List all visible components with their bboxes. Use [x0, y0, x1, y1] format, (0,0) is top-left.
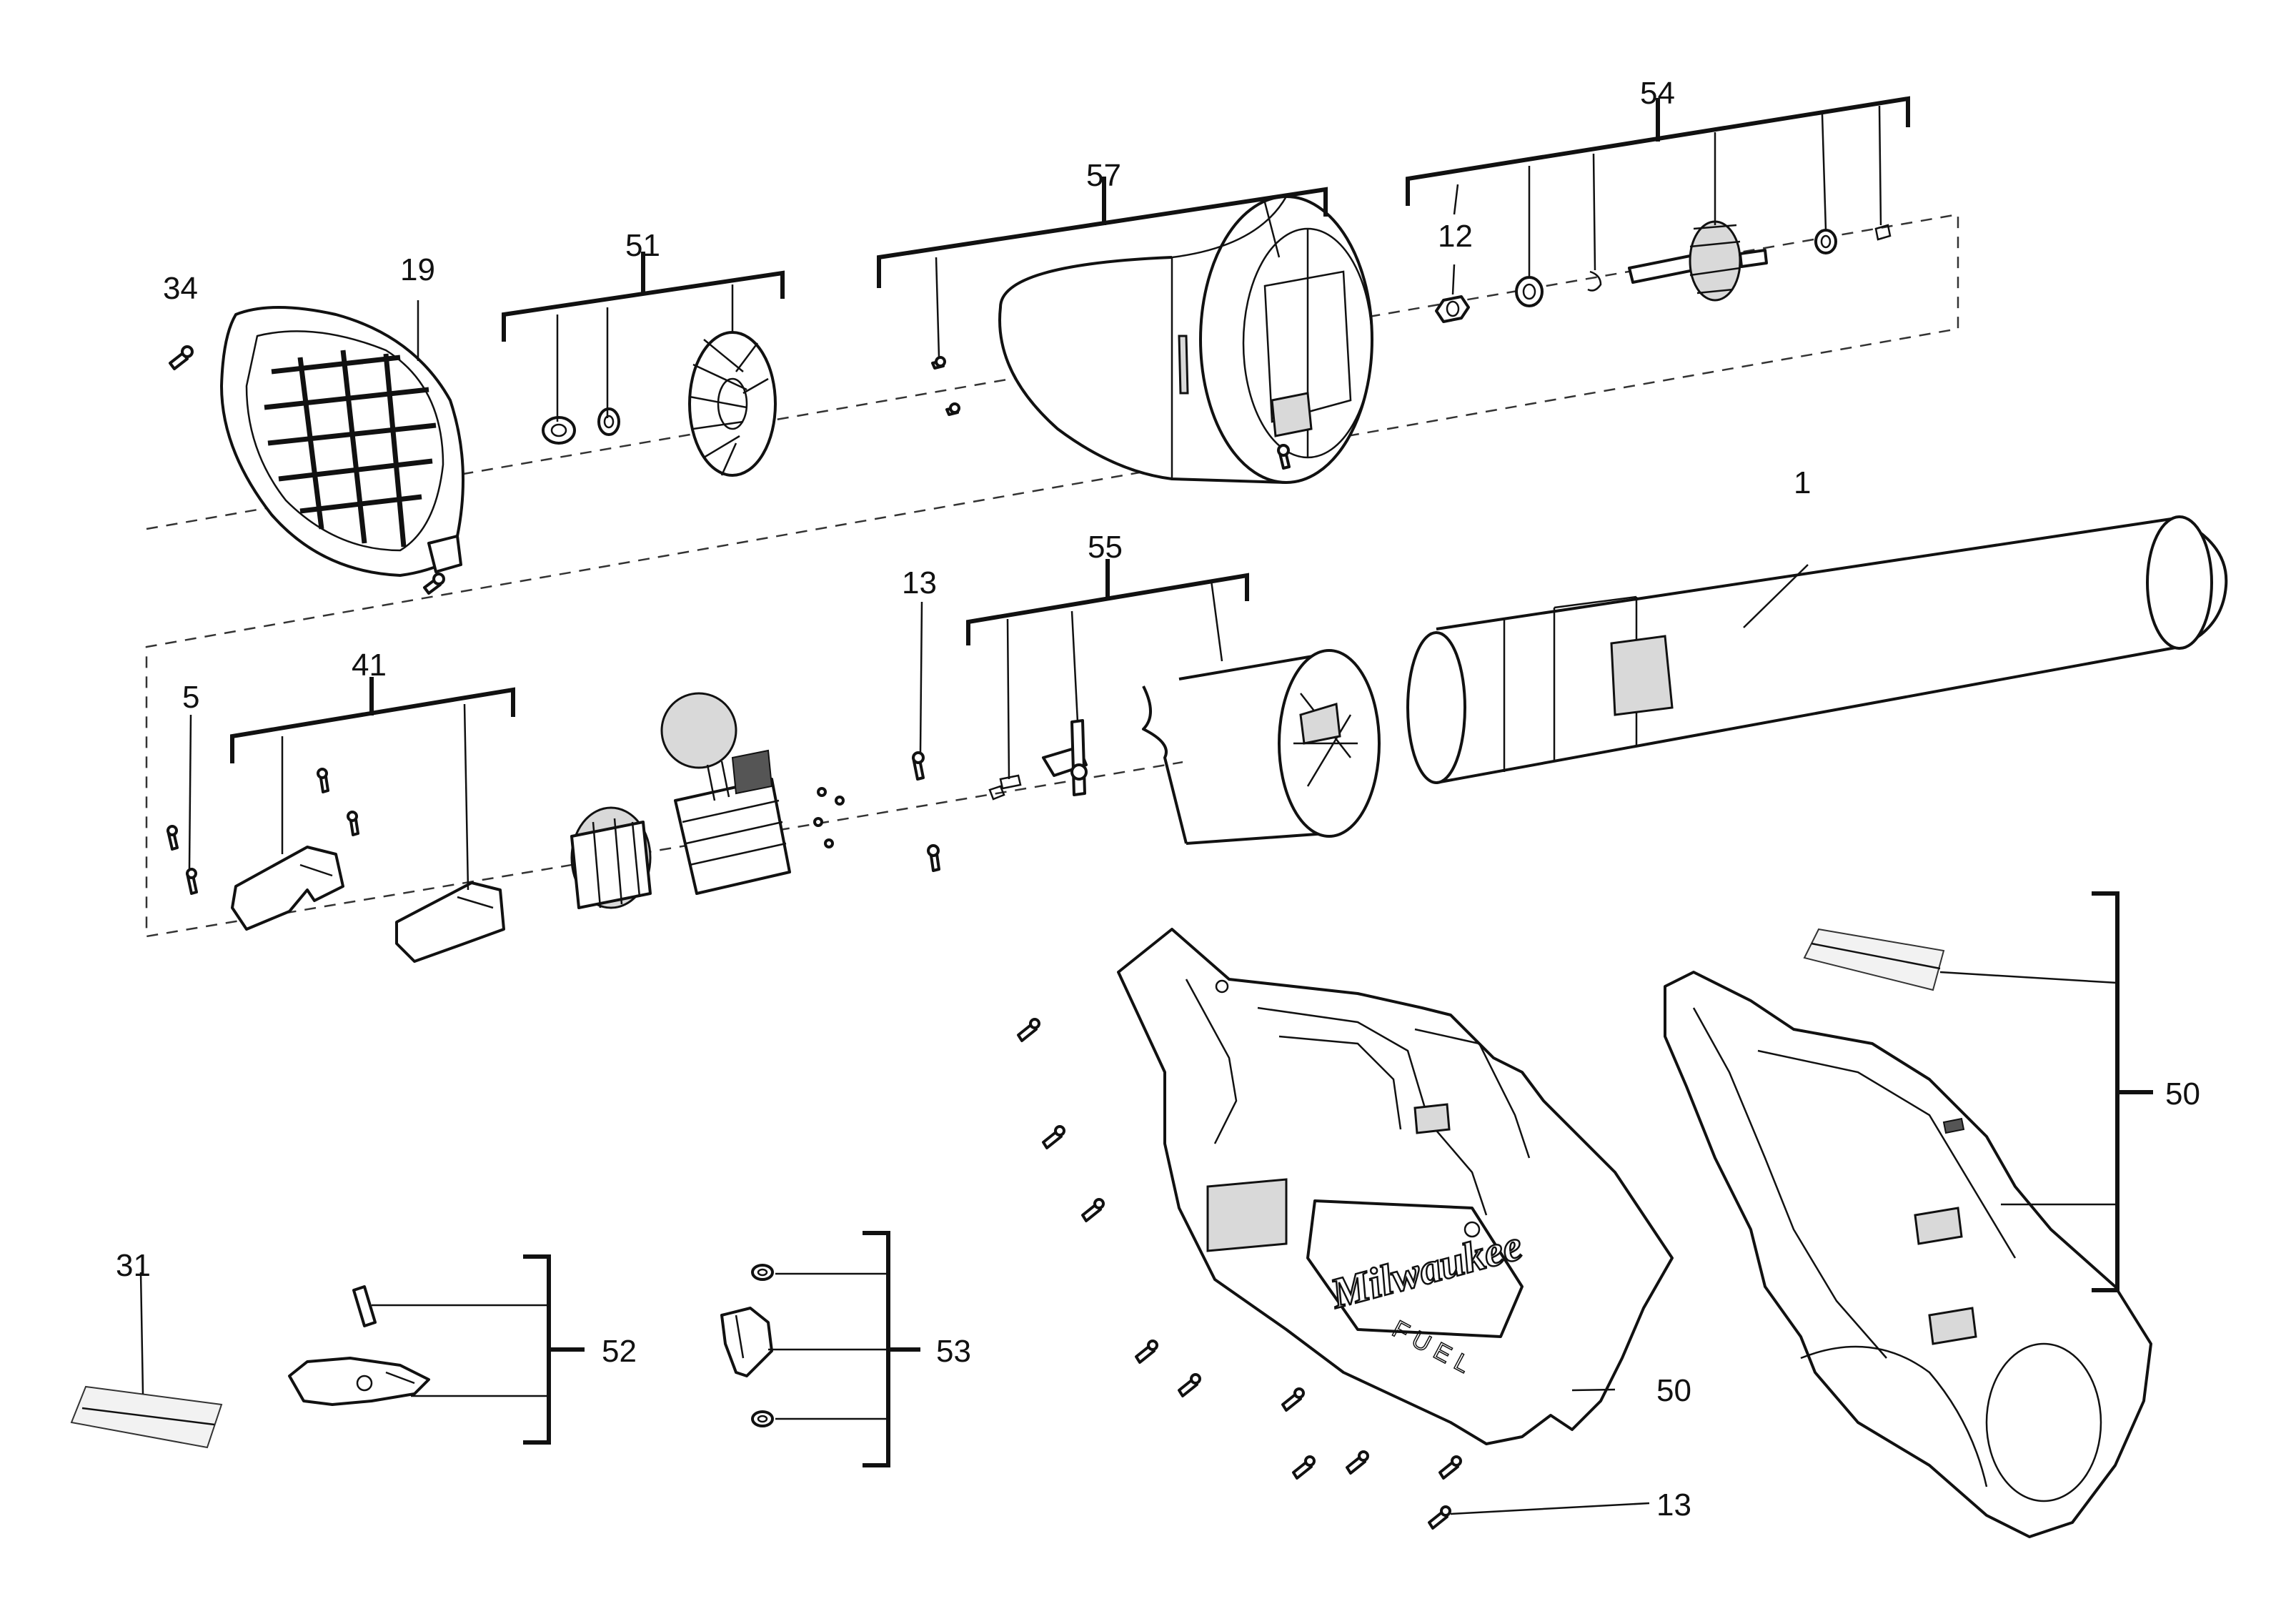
housing-screw	[1292, 1455, 1316, 1480]
screw-57-mid	[945, 402, 960, 416]
rotor-spring-clip	[1874, 224, 1892, 241]
bracket-41	[230, 677, 515, 763]
motor-housing	[998, 195, 1373, 484]
screw-13-middle	[912, 751, 925, 781]
callout-57: 57	[1086, 158, 1121, 193]
motor-stator	[570, 806, 652, 909]
screw-5-lower	[186, 868, 198, 895]
screw-19-bottom	[423, 573, 445, 595]
controller-screws	[813, 787, 845, 848]
housing-screw	[1081, 1198, 1105, 1222]
switch-body	[720, 1307, 773, 1377]
front-duct	[1142, 649, 1381, 845]
label-sticker-31	[70, 1385, 223, 1449]
housing-screw	[1438, 1455, 1462, 1480]
housing-screws	[1017, 1018, 1462, 1530]
callout-50-left: 50	[1656, 1373, 1691, 1408]
trigger	[288, 1357, 430, 1406]
bracket-57	[877, 177, 1328, 288]
callout-41: 41	[352, 648, 387, 683]
fan-nut	[542, 416, 576, 445]
callout-50-right: 50	[2165, 1076, 2200, 1111]
blower-tube	[1406, 515, 2228, 784]
fan-washer	[597, 407, 620, 436]
housing-screw	[1178, 1373, 1201, 1397]
bracket-54	[1406, 96, 1910, 206]
callout-12: 12	[1438, 219, 1473, 254]
housing-screw	[1017, 1018, 1040, 1042]
screw-41-a	[317, 768, 329, 793]
spring-55	[988, 774, 1022, 801]
housing-screw	[1135, 1340, 1158, 1364]
switch-washer-top	[751, 1264, 774, 1281]
housing-screw	[1428, 1505, 1451, 1530]
callout-1: 1	[1794, 465, 1811, 500]
trigger-pin	[352, 1285, 377, 1327]
callout-55: 55	[1088, 530, 1123, 565]
rotor	[1628, 220, 1768, 302]
callout-13-bottom: 13	[1656, 1487, 1691, 1522]
rotor-nut	[1435, 295, 1470, 323]
grille-slats	[264, 350, 437, 548]
trigger-pivot-55	[1042, 719, 1088, 796]
callout-52: 52	[602, 1334, 637, 1369]
callout-5: 5	[182, 680, 199, 715]
callout-53: 53	[936, 1334, 971, 1369]
callout-34: 34	[163, 271, 198, 306]
rotor-bearing-2	[1814, 229, 1837, 254]
housing-left-half: Milwaukee FUEL	[1117, 928, 1674, 1445]
screw-13-lower	[927, 844, 940, 872]
rotor-bearing	[1515, 276, 1544, 307]
controller-board	[660, 692, 791, 895]
rotor-clip	[1587, 270, 1602, 292]
callout-19: 19	[400, 252, 435, 287]
bracket-50-right	[2092, 891, 2153, 1292]
terminal-block-lower	[395, 881, 505, 963]
housing-screw	[1346, 1450, 1369, 1475]
leader-lines	[139, 105, 2118, 1515]
callout-31: 31	[116, 1248, 151, 1283]
callout-13-top: 13	[902, 565, 937, 600]
label-sticker-50	[1803, 928, 1945, 991]
screw-34	[169, 345, 194, 370]
housing-right-half	[1664, 971, 2152, 1538]
switch-washer-bottom	[751, 1410, 774, 1427]
screw-41-b	[347, 811, 359, 836]
screw-57-top	[931, 356, 946, 370]
callout-labels: 34 19 51 57 54 12 1 13 55 5 41 31 52 53 …	[116, 76, 2200, 1522]
housing-screw	[1042, 1125, 1065, 1149]
terminal-block-upper	[231, 846, 344, 931]
bracket-52	[523, 1254, 585, 1445]
callout-54: 54	[1640, 76, 1675, 111]
bracket-51	[502, 252, 785, 342]
housing-screw	[1281, 1387, 1305, 1412]
rear-grille-cover	[220, 306, 464, 577]
callout-51: 51	[625, 228, 660, 263]
screw-5-upper	[167, 825, 179, 851]
fan-impeller	[688, 331, 777, 477]
bracket-55	[966, 559, 1249, 645]
screw-57-bottom	[1277, 444, 1291, 470]
